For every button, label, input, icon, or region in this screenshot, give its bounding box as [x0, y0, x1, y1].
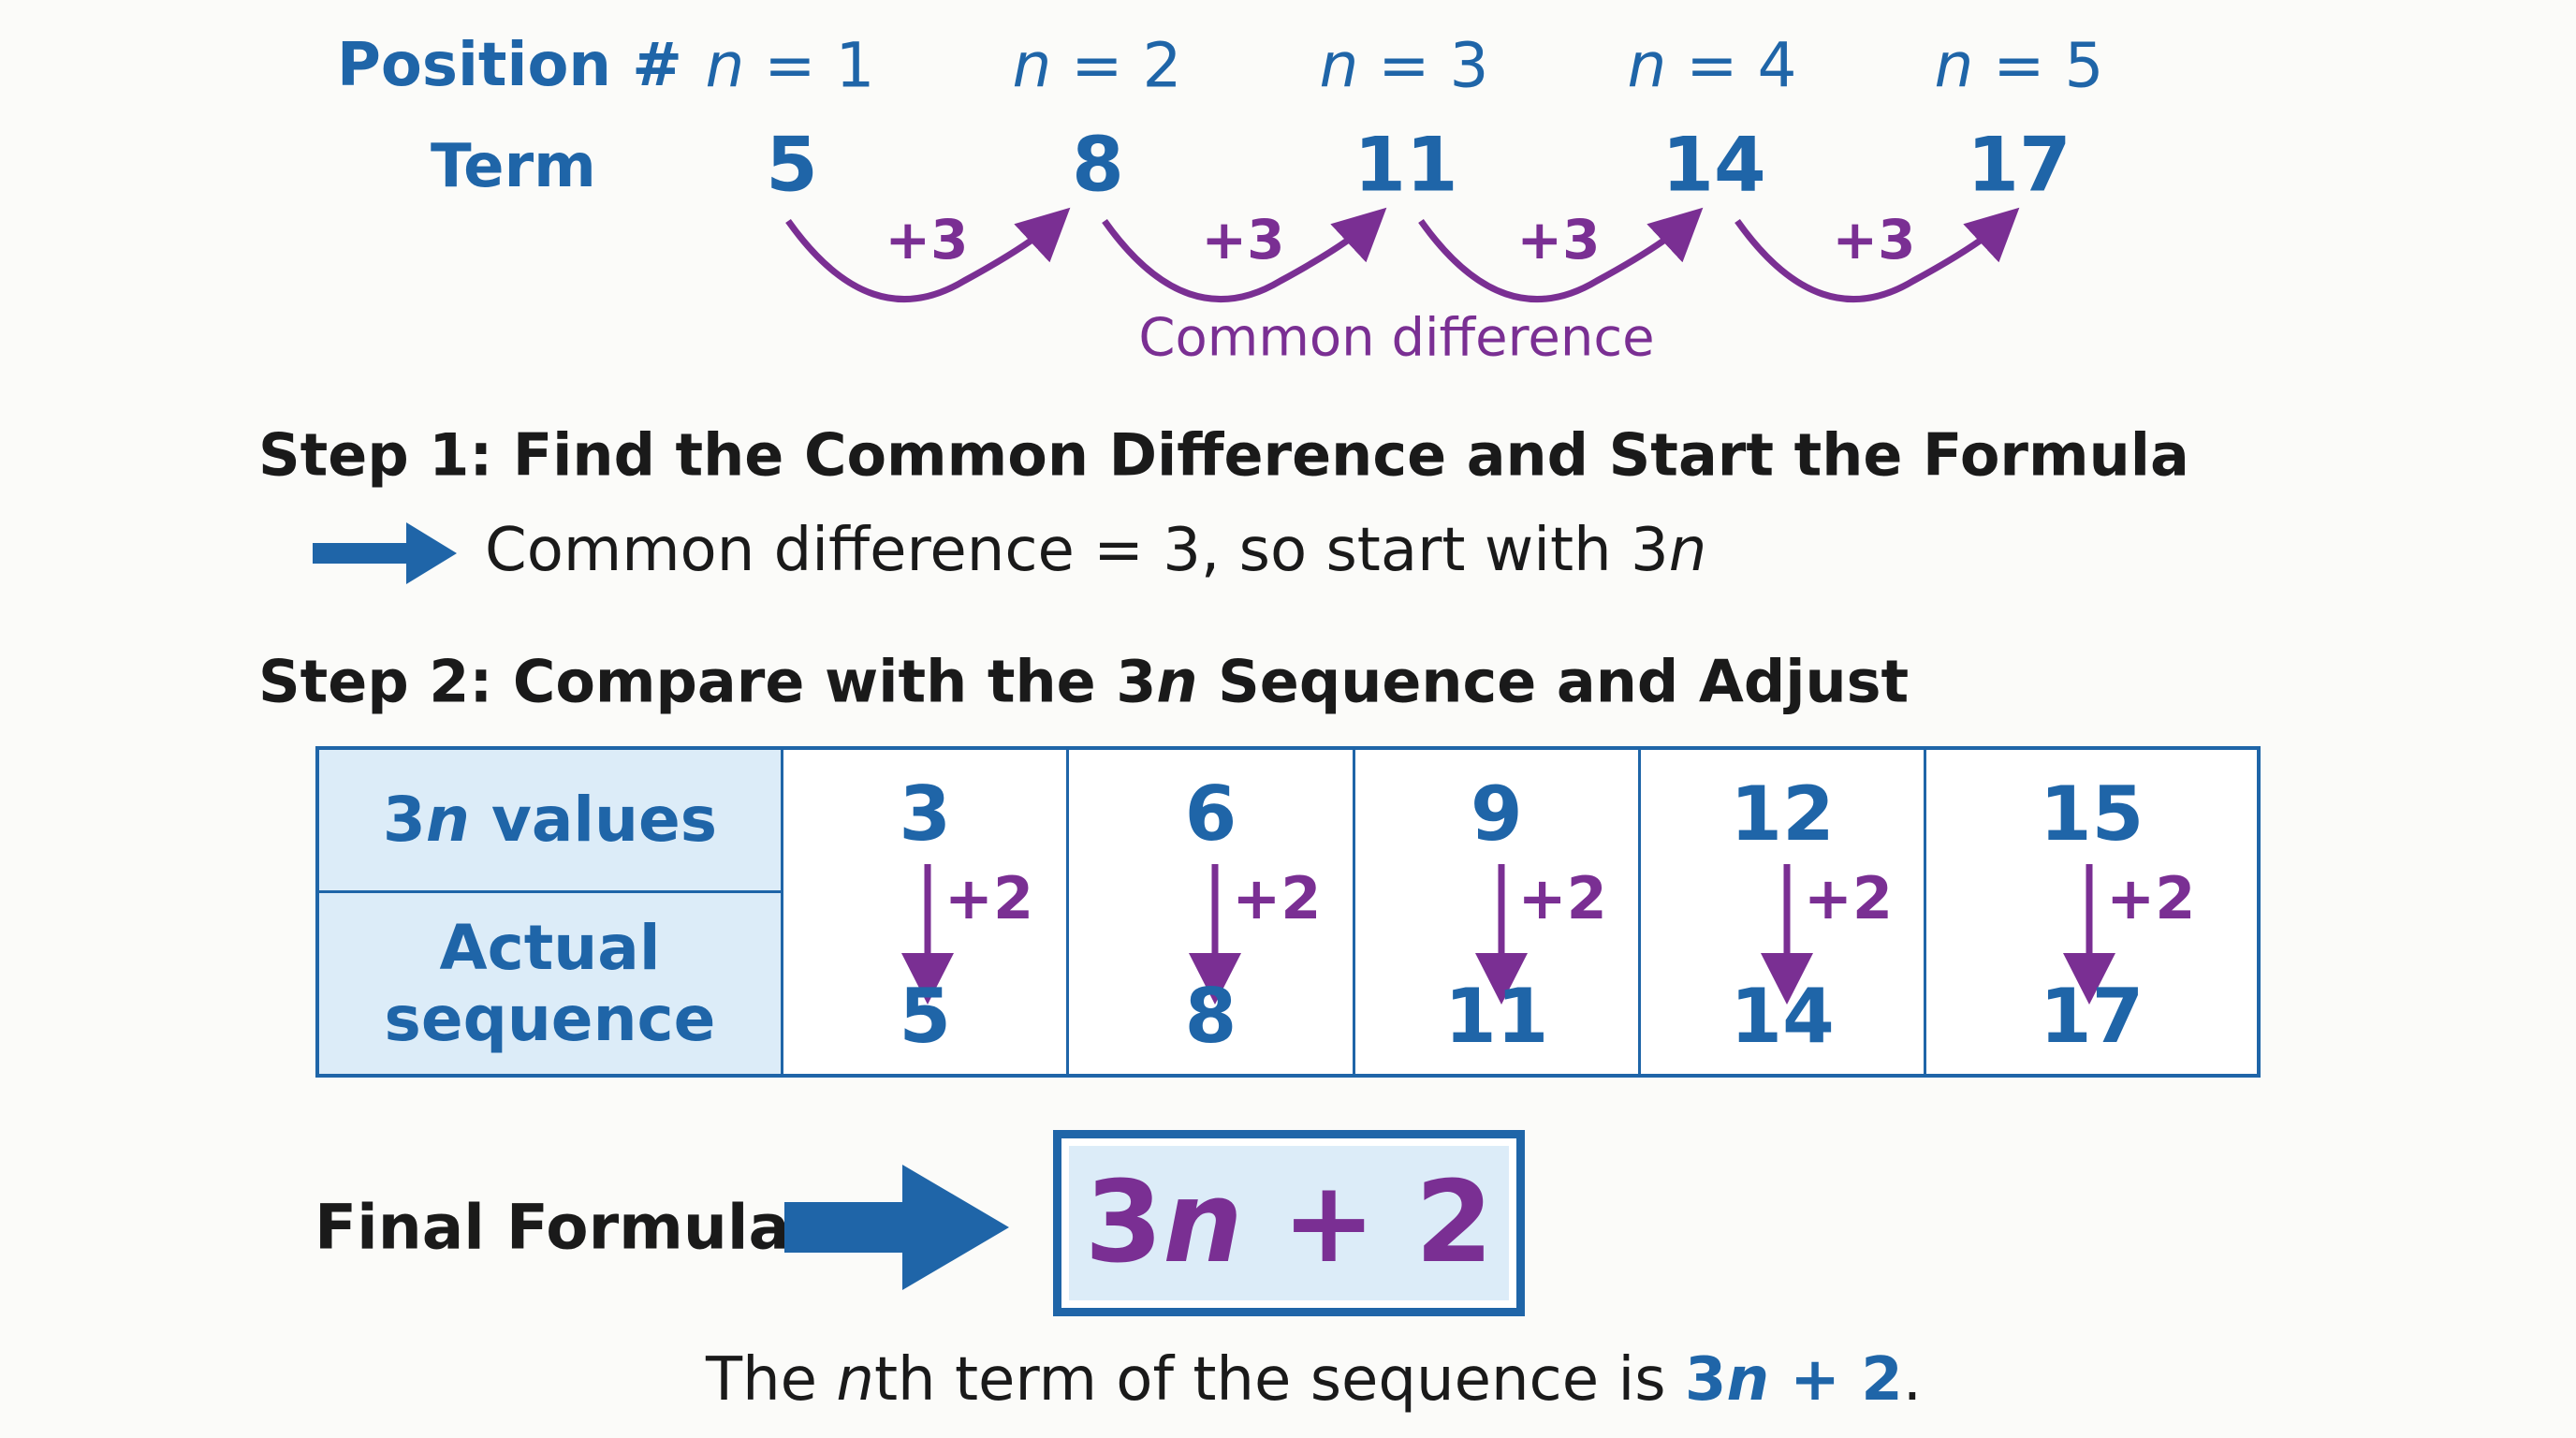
position-n1: n = 1 — [705, 29, 875, 102]
adjust-label: +2 — [1803, 863, 1894, 932]
position-n3: n = 3 — [1319, 29, 1489, 102]
adjust-label: +2 — [944, 863, 1034, 932]
conclusion-sentence: The nth term of the sequence is 3n + 2. — [706, 1345, 1923, 1415]
down-arrow-icon — [1474, 863, 1528, 1005]
position-label: Position # — [337, 31, 682, 100]
actual-value: 14 — [1730, 972, 1835, 1060]
down-arrow-icon — [1189, 863, 1242, 1005]
difference-label-2: +3 — [1201, 208, 1285, 271]
actual-value: 5 — [899, 972, 951, 1060]
table-column-4: 12 +2 14 — [1637, 746, 1927, 1078]
final-formula-label: Final Formula — [315, 1191, 791, 1264]
common-difference-caption: Common difference — [1138, 307, 1655, 369]
three-n-value: 6 — [1184, 770, 1237, 858]
table-column-1: 3 +2 5 — [780, 746, 1070, 1078]
position-n5: n = 5 — [1934, 29, 2104, 102]
adjust-label: +2 — [2106, 863, 2196, 932]
final-formula: 3n + 2 — [1084, 1158, 1494, 1288]
difference-label-1: +3 — [885, 208, 969, 271]
actual-value: 17 — [2039, 972, 2144, 1060]
step2-title: Step 2: Compare with the 3n Sequence and… — [258, 647, 1910, 716]
term-1: 5 — [766, 121, 818, 209]
final-formula-box: 3n + 2 — [1053, 1130, 1525, 1316]
table-column-5: 15 +2 17 — [1924, 746, 2261, 1078]
table-column-3: 9 +2 11 — [1352, 746, 1641, 1078]
comparison-table: 3n values 3 +2 5 6 +2 8 9 +2 11 12 +2 14… — [315, 746, 2261, 1078]
three-n-value: 15 — [2039, 770, 2144, 858]
term-5: 17 — [1967, 121, 2071, 209]
actual-value: 11 — [1444, 972, 1549, 1060]
term-2: 8 — [1072, 121, 1124, 209]
term-label: Term — [431, 132, 596, 201]
step1-title: Step 1: Find the Common Difference and S… — [258, 420, 2189, 490]
three-n-value: 9 — [1470, 770, 1523, 858]
difference-label-3: +3 — [1516, 208, 1601, 271]
position-n4: n = 4 — [1627, 29, 1797, 102]
down-arrow-icon — [2063, 863, 2116, 1005]
term-3: 11 — [1354, 121, 1458, 209]
position-n2: n = 2 — [1012, 29, 1182, 102]
common-difference-arcs-icon — [785, 207, 2020, 303]
adjust-label: +2 — [1232, 863, 1322, 932]
difference-label-4: +3 — [1832, 208, 1916, 271]
three-n-value: 12 — [1730, 770, 1835, 858]
term-4: 14 — [1661, 121, 1766, 209]
row-label-3n-values: 3n values — [315, 746, 783, 893]
answer-highlight: 3n + 2 — [1684, 1345, 1903, 1415]
right-arrow-icon — [313, 522, 457, 584]
down-arrow-icon — [1760, 863, 1813, 1005]
table-column-2: 6 +2 8 — [1066, 746, 1355, 1078]
actual-value: 8 — [1184, 972, 1237, 1060]
down-arrow-icon — [901, 863, 954, 1005]
three-n-value: 3 — [899, 770, 951, 858]
step1-text: Common difference = 3, so start with 3n — [485, 516, 1707, 585]
big-right-arrow-icon — [784, 1165, 1009, 1290]
adjust-label: +2 — [1517, 863, 1607, 932]
